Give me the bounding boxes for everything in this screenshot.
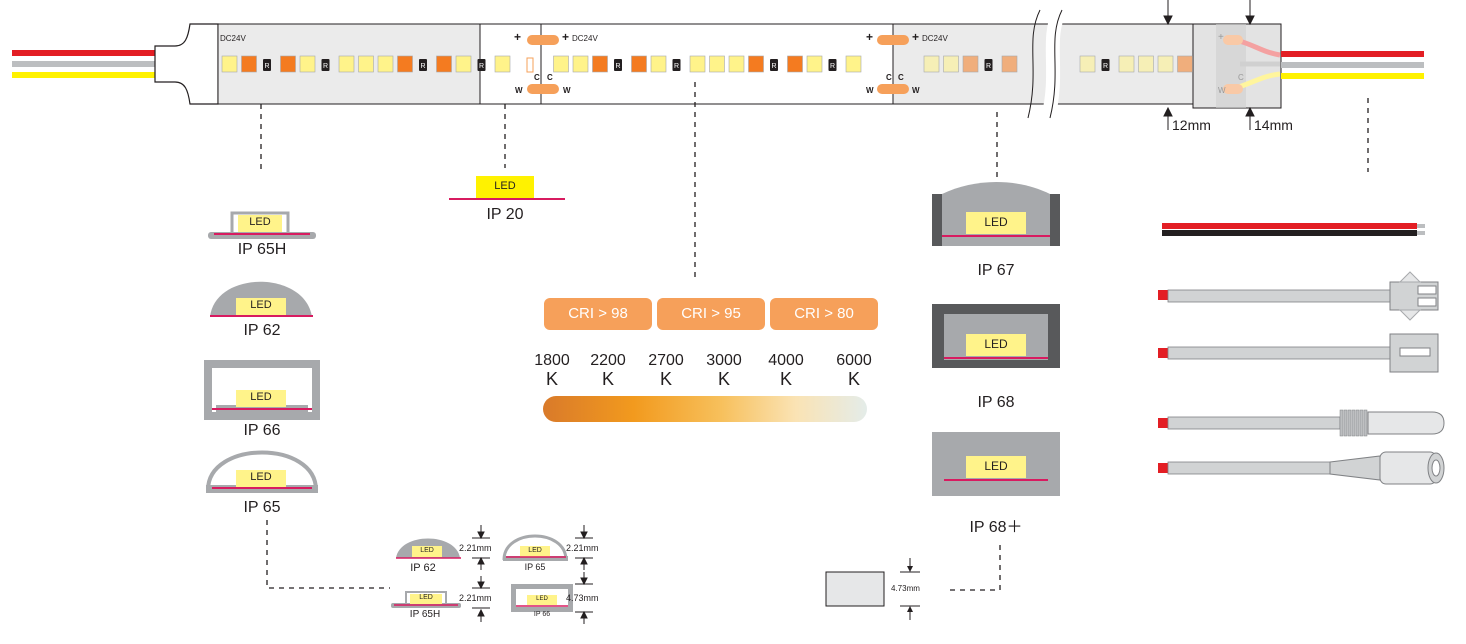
led-label: LED (250, 299, 272, 311)
resistor-label: R (1103, 63, 1108, 70)
resistor-label: R (323, 63, 328, 70)
profile-name-ip67: IP 67 (977, 262, 1015, 279)
c-label-1: C (534, 73, 540, 82)
detail-name-ip65h: IP 65H (409, 609, 441, 620)
led-label: LED (528, 547, 542, 554)
led-label: LED (420, 547, 434, 554)
ip68-section-detail-icon (825, 558, 920, 620)
plus-label-4: + (912, 30, 920, 44)
led-label: LED (984, 215, 1008, 229)
w-label-1: W (515, 86, 523, 95)
cct-gradient-bar (543, 396, 867, 422)
plus-label-3: + (866, 30, 874, 44)
voltage-label-3: DC24V (922, 34, 948, 43)
resistor-label: R (615, 63, 620, 70)
profile-name-ip20: IP 20 (486, 206, 524, 223)
c-label-3: C (886, 73, 892, 82)
profile-ip68-icon (932, 304, 1060, 368)
cri-98-badge: CRI > 98 (544, 298, 652, 330)
dc-male-plug-icon (1158, 409, 1445, 437)
resistor-label: R (771, 63, 776, 70)
detail-dimension-arrows (472, 525, 593, 624)
profile-name-ip68: IP 68 (977, 394, 1015, 411)
profile-name-ip62: IP 62 (243, 322, 281, 339)
led-label: LED (419, 594, 433, 601)
led-label: LED (249, 216, 271, 228)
profile-name-ip66: IP 66 (243, 422, 281, 439)
c-label-4: C (898, 73, 904, 82)
detail-name-ip62: IP 62 (410, 562, 436, 574)
w-label-5: W (1218, 86, 1226, 95)
led-label: LED (984, 459, 1008, 473)
ip68-section-dim: 4.73mm (891, 584, 920, 593)
c-label-5: C (1238, 73, 1244, 82)
cri-95-badge: CRI > 95 (657, 298, 765, 330)
male-2pin-connector-icon (1158, 271, 1439, 321)
resistor-label: R (674, 63, 679, 70)
c-label-2: C (547, 73, 553, 82)
bare-wire-connector-icon (1162, 223, 1425, 236)
profile-ip66-icon (204, 360, 320, 420)
input-wires (12, 23, 219, 105)
plus-label-2: + (562, 30, 570, 44)
leader-lines (260, 82, 1369, 591)
resistor-label: R (420, 63, 425, 70)
voltage-label-1: DC24V (220, 34, 246, 43)
profile-name-ip68plus: IP 68＋ (969, 519, 1023, 536)
solder-pads (526, 35, 1243, 94)
profile-ip65h-icon (208, 211, 316, 239)
detail-name-ip65: IP 65 (524, 562, 546, 572)
w-label-4: W (912, 86, 920, 95)
profile-ip65-icon (206, 450, 318, 493)
profile-ip68plus-icon (932, 432, 1060, 496)
led-label: LED (984, 337, 1008, 351)
led-label: LED (494, 180, 516, 192)
profile-name-ip65h: IP 65H (237, 241, 287, 258)
profile-ip20-icon (449, 176, 565, 200)
resistor-label: R (986, 63, 991, 70)
detail-dim-ip62: 2.21mm (459, 543, 492, 553)
plus-label-1: + (514, 30, 522, 44)
dc-female-jack-icon (1158, 451, 1445, 485)
w-label-3: W (866, 86, 874, 95)
resistor-label: R (830, 63, 835, 70)
cut-dim-14: 14mm (1254, 117, 1293, 133)
end-cap-icon (154, 23, 219, 105)
w-label-2: W (563, 86, 571, 95)
detail-profiles (391, 534, 573, 612)
cut-dimension-arrows (1163, 0, 1255, 130)
detail-dim-ip66: 4.73mm (566, 593, 599, 603)
led-label: LED (250, 471, 272, 483)
resistor-label: R (264, 63, 269, 70)
detail-name-ip66: IP 66 (533, 611, 551, 618)
profile-ip62-icon (210, 281, 313, 317)
detail-dim-ip65h: 2.21mm (459, 593, 492, 603)
profile-name-ip65: IP 65 (243, 499, 281, 516)
resistor-label: R (479, 63, 484, 70)
profile-ip67-icon (932, 182, 1060, 246)
led-label: LED (536, 596, 548, 602)
led-label: LED (250, 391, 272, 403)
detail-dim-ip65: 2.21mm (566, 543, 599, 553)
voltage-label-2: DC24V (572, 34, 598, 43)
cut-dim-12: 12mm (1172, 117, 1211, 133)
plus-label-5: + (1218, 32, 1224, 43)
cri-80-badge: CRI > 80 (770, 298, 878, 330)
female-2pin-connector-icon (1158, 333, 1439, 373)
